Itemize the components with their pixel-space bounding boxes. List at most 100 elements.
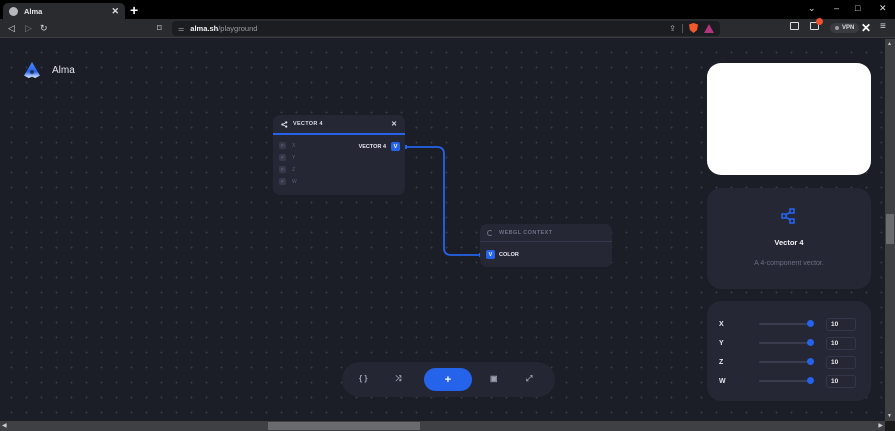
input-port-w[interactable]: F W: [279, 178, 297, 185]
tab-search-chevron-icon[interactable]: ⌄: [808, 3, 816, 13]
wallet-button[interactable]: [810, 18, 823, 30]
param-slider[interactable]: [759, 320, 814, 327]
browser-nav-bar: ◁ ▷ ↻ ⌑ ⚌ alma.sh /playground ⇪ VPN ✕ ≡: [0, 18, 895, 38]
back-button[interactable]: ◁: [8, 23, 15, 33]
input-port-color[interactable]: V COLOR: [486, 250, 519, 259]
brand[interactable]: Alma: [24, 62, 75, 78]
leo-icon: ✕: [861, 21, 872, 35]
node-info-panel: Vector 4 A 4-component vector.: [707, 188, 871, 289]
scroll-right-arrow-icon[interactable]: ▶: [878, 423, 883, 429]
maximize-button[interactable]: □: [855, 3, 861, 13]
menu-button[interactable]: ≡: [880, 22, 886, 32]
node-name: Vector 4: [774, 238, 804, 247]
globe-icon: [9, 6, 18, 16]
code-button[interactable]: { }: [359, 374, 368, 383]
vertical-scroll-thumb[interactable]: [886, 214, 894, 244]
wallet-icon: [810, 18, 823, 30]
param-slider[interactable]: [759, 358, 814, 365]
brave-shields-icon[interactable]: [689, 23, 698, 33]
param-value-input[interactable]: 10: [826, 336, 856, 350]
scroll-up-arrow-icon[interactable]: ▲: [887, 41, 892, 47]
port-label: Y: [292, 154, 296, 161]
save-button[interactable]: ▣: [490, 374, 498, 383]
vertical-scrollbar[interactable]: ▲ ▼: [885, 39, 895, 421]
fullscreen-button[interactable]: ⤢: [526, 374, 533, 383]
forward-button[interactable]: ▷: [25, 23, 32, 33]
alma-logo-icon: [24, 62, 40, 78]
app-name: Alma: [52, 64, 75, 76]
param-row-z: Z 10: [719, 355, 859, 369]
port-label: W: [292, 178, 297, 185]
param-label: Y: [719, 339, 724, 347]
node-title: VECTOR 4: [293, 121, 323, 127]
slider-thumb[interactable]: [807, 339, 814, 346]
sidebar-toggle[interactable]: [790, 22, 799, 30]
param-value-input[interactable]: 10: [826, 374, 856, 388]
input-port-z[interactable]: F Z: [279, 166, 295, 173]
slider-thumb[interactable]: [807, 377, 814, 384]
browser-tab-bar: Alma ✕ + ⌄ – □ ✕: [0, 0, 895, 19]
divider: [682, 23, 683, 33]
port-label: COLOR: [499, 251, 519, 258]
url-path: /playground: [218, 24, 258, 33]
minimize-button[interactable]: –: [834, 3, 840, 13]
browser-tab[interactable]: Alma ✕: [3, 3, 125, 19]
param-label: W: [719, 377, 726, 385]
webgl-preview: [707, 63, 871, 175]
node-description: A 4-component vector.: [754, 260, 824, 267]
scrollbar-corner: [885, 421, 895, 431]
new-tab-button[interactable]: +: [130, 2, 139, 18]
notification-dot: [816, 18, 823, 25]
vpn-label: VPN: [842, 25, 855, 31]
port-label: X: [292, 142, 296, 149]
float-badge: F: [279, 178, 286, 185]
tab-title: Alma: [24, 6, 43, 16]
tab-close-icon[interactable]: ✕: [111, 5, 119, 16]
add-node-button[interactable]: +: [424, 368, 472, 391]
vector4-node[interactable]: VECTOR 4 ✕ F X F Y F Z F W VECTOR 4 V: [273, 115, 405, 195]
param-label: Z: [719, 358, 724, 366]
share-nodes-icon: [281, 120, 288, 128]
webgl-context-node[interactable]: WEBGL CONTEXT V COLOR: [480, 224, 612, 267]
param-value-input[interactable]: 10: [826, 317, 856, 331]
share-nodes-icon: [781, 208, 795, 224]
input-port-x[interactable]: F X: [279, 142, 295, 149]
slider-thumb[interactable]: [807, 320, 814, 327]
leo-ai-button[interactable]: ✕: [861, 22, 871, 34]
output-port-vector4[interactable]: VECTOR 4 V: [359, 142, 400, 151]
input-port-y[interactable]: F Y: [279, 154, 295, 161]
horizontal-scroll-thumb[interactable]: [268, 422, 420, 430]
float-badge: F: [279, 142, 286, 149]
site-settings-icon[interactable]: ⚌: [178, 25, 185, 33]
share-icon[interactable]: ⇪: [669, 23, 676, 33]
param-value-input[interactable]: 10: [826, 355, 856, 369]
window-close-button[interactable]: ✕: [879, 3, 887, 13]
slider-thumb[interactable]: [807, 358, 814, 365]
node-canvas[interactable]: Alma VECTOR 4 ✕ F X F Y F Z: [0, 39, 885, 421]
node-accent-bar: [273, 133, 405, 135]
node-close-icon[interactable]: ✕: [391, 121, 397, 128]
param-slider[interactable]: [759, 339, 814, 346]
bottom-toolbar: { } ⤨ + ▣ ⤢: [342, 362, 555, 397]
reload-button[interactable]: ↻: [40, 23, 48, 33]
port-label: VECTOR 4: [358, 143, 386, 150]
vpn-button[interactable]: VPN: [830, 23, 860, 33]
float-badge: F: [279, 166, 286, 173]
address-bar[interactable]: ⚌ alma.sh /playground ⇪: [172, 21, 720, 36]
param-label: X: [719, 320, 724, 328]
scroll-down-arrow-icon[interactable]: ▼: [887, 413, 892, 419]
node-header[interactable]: WEBGL CONTEXT: [480, 224, 612, 242]
hamburger-menu-icon: ≡: [880, 21, 886, 32]
params-panel: X 10 Y 10 Z 10 W 10: [707, 301, 871, 401]
horizontal-scrollbar[interactable]: ◀ ▶: [0, 421, 885, 431]
bookmark-icon[interactable]: ⌑: [157, 23, 162, 33]
scroll-left-arrow-icon[interactable]: ◀: [2, 423, 7, 429]
node-title: WEBGL CONTEXT: [499, 229, 553, 236]
sidebar-icon: [790, 22, 799, 30]
shuffle-button[interactable]: ⤨: [395, 374, 402, 383]
brave-rewards-icon[interactable]: [704, 23, 714, 33]
param-slider[interactable]: [759, 377, 814, 384]
node-header[interactable]: VECTOR 4 ✕: [273, 115, 405, 133]
float-badge: F: [279, 154, 286, 161]
vector-badge: V: [486, 250, 495, 259]
